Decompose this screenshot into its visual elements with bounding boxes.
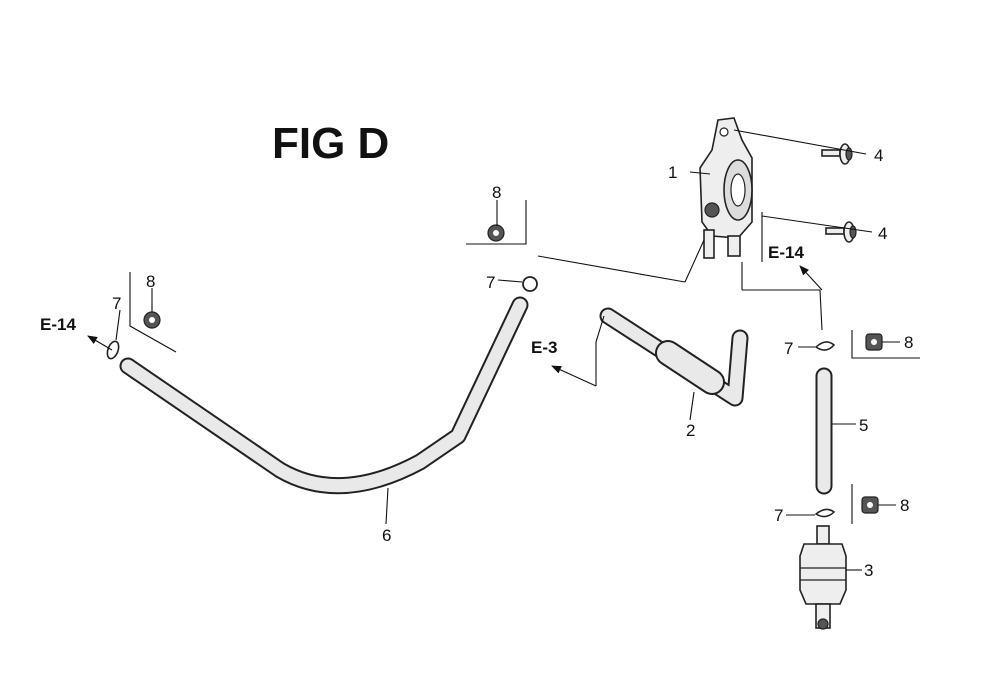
clamp-top bbox=[487, 224, 505, 242]
leader-lines bbox=[115, 129, 900, 571]
hose-6 bbox=[119, 296, 529, 495]
callout-fuel-pump: 1 bbox=[668, 163, 677, 182]
clamp-right-top bbox=[865, 333, 883, 351]
callout-clamp-top: 8 bbox=[492, 183, 501, 202]
callout-clip-right-top: 7 bbox=[784, 339, 793, 358]
reference-arrows bbox=[87, 265, 823, 387]
ref-label-right: E-14 bbox=[768, 243, 804, 262]
clip-right-bottom bbox=[814, 508, 836, 518]
fuel-filter bbox=[799, 525, 847, 630]
callout-clip-top: 7 bbox=[486, 273, 495, 292]
bracket-lines bbox=[129, 200, 920, 524]
clamp-left bbox=[143, 311, 161, 329]
callout-fuel-filter: 3 bbox=[864, 561, 873, 580]
ref-label-left: E-14 bbox=[40, 315, 76, 334]
callout-hose-5: 5 bbox=[859, 416, 868, 435]
callout-screw-top: 4 bbox=[874, 146, 883, 165]
callout-clip-left: 7 bbox=[112, 294, 121, 313]
fuel-pump bbox=[699, 117, 753, 259]
callout-hose-2: 2 bbox=[686, 421, 695, 440]
callout-clip-right-bottom: 7 bbox=[774, 506, 783, 525]
hose-2 bbox=[599, 307, 749, 407]
screw-bottom bbox=[825, 221, 857, 243]
callout-hose-6: 6 bbox=[382, 526, 391, 545]
callout-screw-bottom: 4 bbox=[878, 224, 887, 243]
figure-title: FIG D bbox=[272, 119, 389, 168]
clip-left bbox=[106, 340, 120, 360]
clamp-right-bottom bbox=[861, 496, 879, 514]
clip-top bbox=[522, 276, 538, 292]
callout-clamp-left: 8 bbox=[146, 272, 155, 291]
callout-clamp-right-bottom: 8 bbox=[900, 496, 909, 515]
clip-right-top bbox=[814, 341, 836, 351]
ref-label-middle: E-3 bbox=[531, 338, 557, 357]
callout-clamp-right-top: 8 bbox=[904, 333, 913, 352]
